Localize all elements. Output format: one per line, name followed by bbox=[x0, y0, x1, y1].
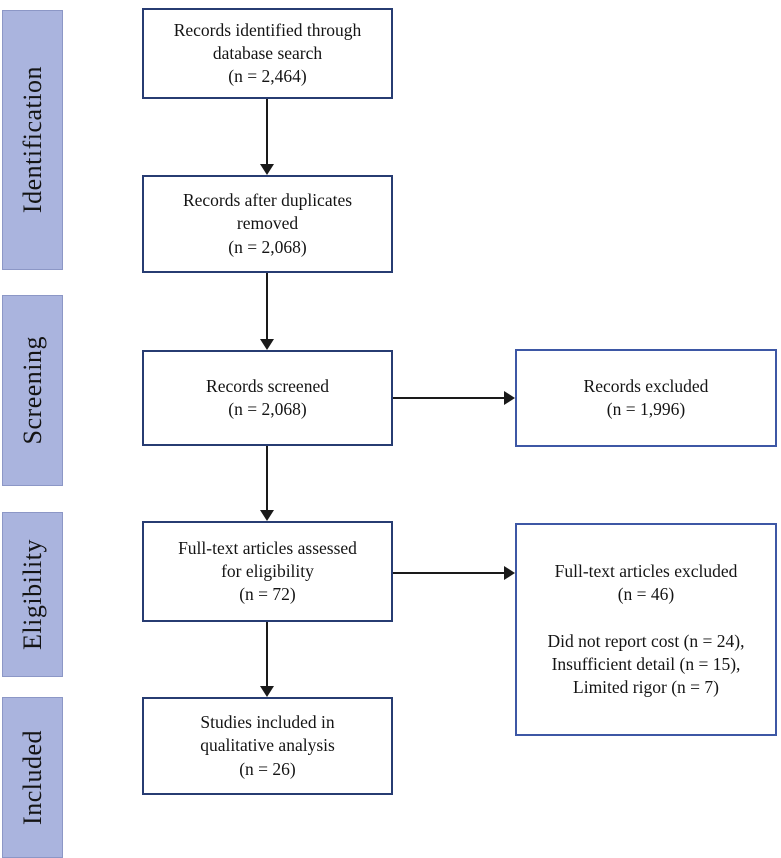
arrow-identified-to-duplicates bbox=[266, 99, 268, 165]
node-records-screened: Records screened (n = 2,068) bbox=[142, 350, 393, 446]
node-text: Records after duplicates removed (n = 2,… bbox=[182, 190, 353, 257]
stage-label-screening: Screening bbox=[2, 295, 63, 486]
node-fulltext-assessed: Full-text articles assessed for eligibil… bbox=[142, 521, 393, 622]
node-records-excluded: Records excluded (n = 1,996) bbox=[515, 349, 777, 447]
arrow-screened-to-excluded bbox=[393, 397, 505, 399]
arrowhead-down-icon bbox=[260, 686, 274, 697]
stage-label-eligibility: Eligibility bbox=[2, 512, 63, 677]
node-text: Records excluded (n = 1,996) bbox=[583, 375, 709, 419]
stage-label-text: Eligibility bbox=[17, 539, 47, 650]
arrowhead-down-icon bbox=[260, 510, 274, 521]
node-fulltext-excluded: Full-text articles excluded (n = 46) Did… bbox=[515, 523, 777, 736]
stage-label-text: Included bbox=[17, 730, 47, 825]
arrowhead-right-icon bbox=[504, 391, 515, 405]
node-text: Full-text articles assessed for eligibil… bbox=[178, 537, 357, 605]
arrow-screened-to-fulltext bbox=[266, 446, 268, 511]
node-text: Records screened (n = 2,068) bbox=[206, 375, 329, 419]
node-records-after-duplicates: Records after duplicates removed (n = 2,… bbox=[142, 175, 393, 273]
node-records-identified: Records identified through database sear… bbox=[142, 8, 393, 99]
arrowhead-right-icon bbox=[504, 566, 515, 580]
stage-label-text: Screening bbox=[17, 336, 47, 445]
node-text: Studies included in qualitative analysis… bbox=[200, 712, 335, 779]
stage-label-text: Identification bbox=[17, 66, 47, 214]
arrowhead-down-icon bbox=[260, 164, 274, 175]
arrowhead-down-icon bbox=[260, 339, 274, 350]
stage-label-identification: Identification bbox=[2, 10, 63, 270]
node-studies-included: Studies included in qualitative analysis… bbox=[142, 697, 393, 795]
node-text: Full-text articles excluded (n = 46) Did… bbox=[547, 561, 745, 697]
stage-label-included: Included bbox=[2, 697, 63, 858]
arrow-fulltext-to-excluded bbox=[393, 572, 505, 574]
node-text: Records identified through database sear… bbox=[173, 19, 362, 87]
arrow-fulltext-to-included bbox=[266, 622, 268, 687]
arrow-duplicates-to-screened bbox=[266, 273, 268, 340]
